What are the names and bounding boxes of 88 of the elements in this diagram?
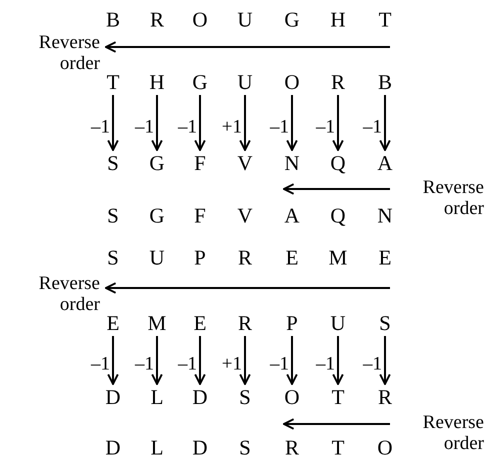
arrow bbox=[379, 95, 391, 151]
arrow bbox=[194, 95, 206, 151]
letter: R bbox=[327, 71, 349, 93]
letter: P bbox=[194, 248, 206, 268]
arrow bbox=[151, 336, 163, 385]
edge-label: +1 bbox=[222, 354, 242, 374]
edge-label: –1 bbox=[270, 117, 289, 136]
arrow bbox=[107, 95, 119, 151]
letter: D bbox=[192, 438, 208, 458]
letter: S bbox=[107, 248, 119, 268]
edge-label: –1 bbox=[91, 354, 110, 374]
arrow bbox=[286, 95, 298, 151]
letter: G bbox=[146, 152, 168, 174]
letter: E bbox=[102, 312, 124, 334]
edge-label: –1 bbox=[363, 354, 382, 374]
letter: R bbox=[234, 312, 256, 334]
letter: Q bbox=[327, 152, 349, 174]
letter: U bbox=[327, 312, 349, 334]
arrow bbox=[239, 95, 251, 151]
letter: L bbox=[150, 438, 164, 458]
letter: H bbox=[330, 10, 346, 30]
arrow bbox=[194, 336, 206, 385]
letter: R bbox=[238, 248, 252, 268]
letter: B bbox=[106, 10, 120, 30]
letter: S bbox=[107, 206, 119, 226]
letter: R bbox=[150, 10, 164, 30]
note-text: Reverse order bbox=[38, 273, 100, 315]
letter: S bbox=[374, 312, 396, 334]
letter: O bbox=[281, 386, 303, 408]
letter: E bbox=[189, 312, 211, 334]
letter: M bbox=[146, 312, 168, 334]
letter: Q bbox=[330, 206, 346, 226]
arrow bbox=[286, 336, 298, 385]
arrow bbox=[239, 336, 251, 385]
letter: D bbox=[102, 386, 124, 408]
letter: O bbox=[281, 71, 303, 93]
letter: T bbox=[378, 10, 392, 30]
letter: A bbox=[284, 206, 300, 226]
letter: D bbox=[189, 386, 211, 408]
letter: G bbox=[284, 10, 300, 30]
edge-label: +1 bbox=[222, 117, 242, 136]
note-text: Reverse order bbox=[38, 32, 100, 74]
letter: S bbox=[239, 438, 251, 458]
letter: G bbox=[189, 71, 211, 93]
letter: U bbox=[237, 10, 253, 30]
letter: O bbox=[192, 10, 208, 30]
letter: H bbox=[146, 71, 168, 93]
letter: U bbox=[149, 248, 165, 268]
arrow bbox=[107, 336, 119, 385]
letter: V bbox=[237, 206, 253, 226]
edge-label: –1 bbox=[178, 354, 197, 374]
letter: N bbox=[377, 206, 393, 226]
letter: E bbox=[378, 248, 392, 268]
edge-label: –1 bbox=[91, 117, 110, 136]
letter: T bbox=[102, 71, 124, 93]
edge-label: –1 bbox=[363, 117, 382, 136]
letter: L bbox=[146, 386, 168, 408]
arrow bbox=[151, 95, 163, 151]
letter: T bbox=[327, 386, 349, 408]
letter: R bbox=[374, 386, 396, 408]
note-text: Reverse order bbox=[422, 412, 484, 454]
letter: U bbox=[234, 71, 256, 93]
letter: F bbox=[189, 152, 211, 174]
letter: S bbox=[234, 386, 256, 408]
letter: O bbox=[377, 438, 393, 458]
arrow bbox=[379, 336, 391, 385]
letter: E bbox=[286, 248, 298, 268]
letter: N bbox=[281, 152, 303, 174]
letter: F bbox=[194, 206, 206, 226]
edge-label: –1 bbox=[316, 117, 335, 136]
edge-label: –1 bbox=[135, 117, 154, 136]
letter: R bbox=[285, 438, 299, 458]
letter: G bbox=[149, 206, 165, 226]
letter: P bbox=[281, 312, 303, 334]
letter: S bbox=[102, 152, 124, 174]
note-text: Reverse order bbox=[422, 177, 484, 219]
edge-label: –1 bbox=[316, 354, 335, 374]
letter: M bbox=[328, 248, 348, 268]
letter: D bbox=[105, 438, 121, 458]
letter: B bbox=[374, 71, 396, 93]
letter: V bbox=[234, 152, 256, 174]
edge-label: –1 bbox=[178, 117, 197, 136]
letter: A bbox=[374, 152, 396, 174]
edge-label: –1 bbox=[270, 354, 289, 374]
edge-label: –1 bbox=[135, 354, 154, 374]
letter: T bbox=[332, 438, 344, 458]
arrow bbox=[332, 95, 344, 151]
arrow bbox=[332, 336, 344, 385]
